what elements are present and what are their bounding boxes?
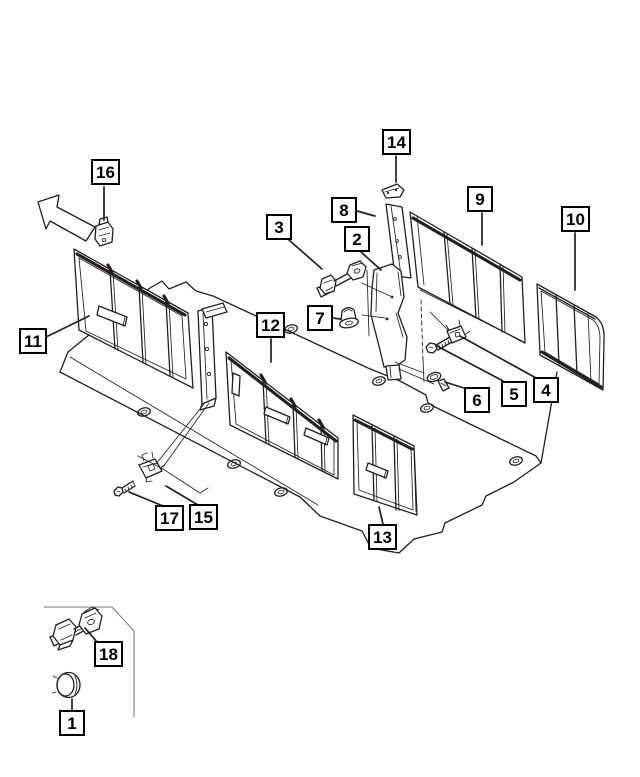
leader-4 [459, 335, 537, 379]
direction-arrow-icon [37, 194, 96, 242]
clip-nut-right [429, 311, 471, 344]
leader-lines [45, 155, 576, 711]
callout-15[interactable]: 15 [189, 504, 218, 530]
leader-5 [436, 345, 506, 383]
upper-panel-left [409, 211, 526, 344]
pillar-bracket [197, 302, 228, 411]
leader-7 [332, 317, 341, 320]
leader-6 [444, 381, 468, 390]
floor-grommet-holes [136, 324, 524, 497]
callout-18[interactable]: 18 [94, 641, 123, 667]
callout-4[interactable]: 4 [533, 377, 559, 403]
callout-9[interactable]: 9 [467, 186, 493, 212]
leader-3 [288, 239, 323, 270]
leader-13 [378, 506, 384, 525]
upper-panel-right [536, 283, 605, 391]
mount-lines-left [137, 402, 210, 494]
lower-panel-center [225, 351, 339, 480]
callout-1[interactable]: 1 [59, 710, 85, 736]
leader-2 [360, 251, 382, 271]
callout-12[interactable]: 12 [256, 312, 285, 338]
clip-small [94, 216, 114, 247]
striker-small [316, 260, 367, 298]
screw-right [425, 336, 453, 354]
callout-5[interactable]: 5 [501, 381, 527, 407]
callout-2[interactable]: 2 [344, 226, 370, 252]
callout-17[interactable]: 17 [155, 505, 184, 531]
callout-3[interactable]: 3 [266, 214, 292, 240]
leader-15 [165, 485, 199, 506]
callout-16[interactable]: 16 [91, 159, 120, 185]
leader-11 [45, 315, 90, 338]
callout-7[interactable]: 7 [307, 305, 333, 331]
lower-panel-right [352, 414, 418, 516]
pillar-panel [385, 203, 412, 279]
leader-8 [356, 210, 376, 217]
callout-13[interactable]: 13 [368, 524, 397, 550]
inset-divider [43, 606, 135, 718]
callout-14[interactable]: 14 [382, 129, 411, 155]
callout-8[interactable]: 8 [331, 197, 357, 223]
leader-17 [128, 491, 164, 507]
push-pin [426, 371, 450, 392]
lower-panel-left [73, 248, 194, 389]
screw-left [113, 480, 136, 497]
callout-6[interactable]: 6 [464, 387, 490, 413]
pillar-cap [381, 183, 405, 199]
round-plug [51, 671, 81, 699]
pillar-cover [361, 263, 435, 385]
callout-11[interactable]: 11 [19, 328, 47, 354]
leader-18 [84, 627, 99, 644]
clip-grommet [339, 307, 359, 329]
callout-10[interactable]: 10 [561, 206, 590, 232]
clip-nut-left [138, 451, 166, 483]
